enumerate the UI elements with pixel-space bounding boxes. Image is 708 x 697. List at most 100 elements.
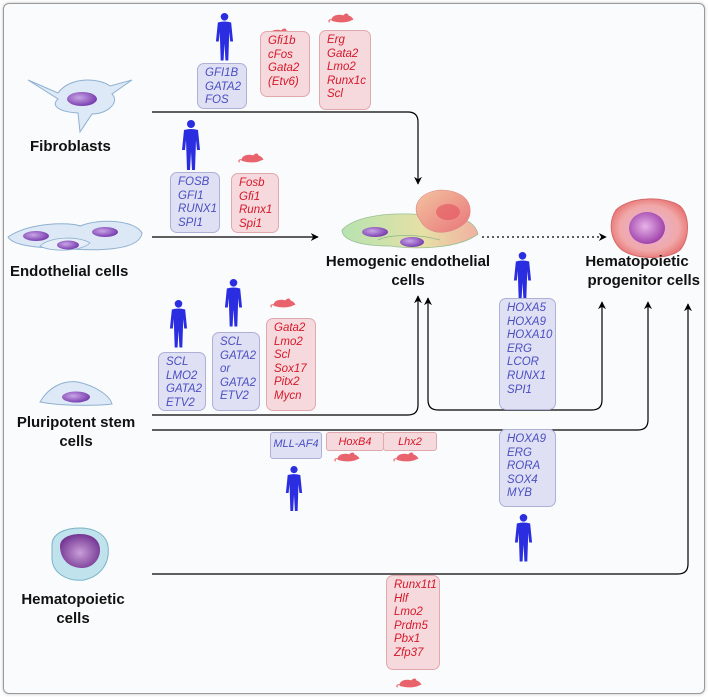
human-icon	[513, 252, 532, 300]
hemogenic-endothelial-label: Hemogenic endothelial cells	[318, 252, 498, 290]
endothelial-cell-icon	[7, 220, 143, 251]
factor-item: ERG	[507, 446, 532, 459]
factor-item: Runx1t1	[394, 579, 437, 591]
factor-item: Scl	[274, 349, 290, 362]
factor-item: LCOR	[507, 356, 539, 369]
factor-item: Scl	[327, 88, 343, 101]
factor-item: HOXA10	[507, 329, 553, 342]
factor-item: GFI1	[178, 189, 204, 202]
mll-af4-factor: MLL-AF4	[270, 432, 322, 459]
hematopoietic-label-line1: Hematopoietic	[21, 591, 125, 608]
mouse-icon	[270, 298, 296, 308]
pluripotent-stem-cell-icon	[39, 381, 113, 406]
hematopoietic-cell-icon	[51, 527, 109, 581]
human-icons	[169, 13, 533, 562]
factor-item: GATA2	[220, 349, 256, 362]
factor-item: Spi1	[239, 217, 263, 230]
factor-item: ETV2	[220, 390, 249, 403]
factor-item: Mycn	[274, 389, 302, 402]
arrow-fibroblast-to-hemogenic	[152, 111, 422, 185]
factor-item: Sox17	[274, 362, 307, 375]
arrow-hematopoietic-to-hpc	[152, 303, 692, 575]
factor-item: Gfi1	[239, 190, 261, 203]
factor-item: Gata2	[274, 322, 306, 334]
factor-item: Pitx2	[274, 376, 300, 389]
mouse-icon	[328, 13, 354, 23]
factor-item: RUNX1	[178, 203, 217, 216]
arrow-psc-to-hemogenic	[152, 295, 422, 416]
fibroblasts-label: Fibroblasts	[30, 138, 111, 155]
factor-item: SPI1	[507, 383, 532, 396]
factor-item: ERG	[507, 342, 532, 355]
mouse-icon	[396, 678, 422, 688]
factor-item: HOXA9	[507, 315, 546, 328]
factor-item: GATA2	[205, 80, 241, 93]
factor-item: Pbx1	[394, 633, 421, 646]
factor-item: LMO2	[166, 369, 198, 382]
hpc-label-line2: progenitor cells	[587, 272, 700, 289]
arrow-psc-to-hpc	[152, 301, 652, 431]
factor-item: GFI1B	[205, 67, 239, 79]
mouse-icon	[393, 452, 419, 462]
factor-item: or	[220, 363, 231, 376]
factor-item: HOXA9	[507, 433, 546, 445]
human-icon	[169, 300, 188, 348]
psc-label-line2: cells	[59, 433, 93, 450]
factor-item: Lmo2	[274, 335, 303, 348]
figure-frame	[3, 3, 705, 694]
factor-item: FOSB	[178, 176, 210, 188]
factor-item: GATA2	[166, 383, 202, 396]
factor-item: Erg	[327, 34, 345, 46]
hemogenic-label-line1: Hemogenic endothelial	[325, 253, 491, 270]
hemogenic-endothelial-cell-icon	[341, 189, 479, 249]
factor-item: Runx1	[239, 204, 273, 217]
factor-item: Gata2	[327, 47, 359, 60]
factor-item: FOS	[205, 94, 229, 107]
hematopoietic-label: Hematopoietic cells	[18, 590, 128, 628]
factor-item: Lmo2	[394, 606, 423, 619]
psc-label: Pluripotent stem cells	[8, 413, 144, 451]
factor-item: RORA	[507, 460, 541, 473]
factor-item: Gfi1b	[268, 35, 296, 47]
arrows	[152, 111, 692, 575]
human-icon	[285, 466, 303, 511]
factor-item: SOX4	[507, 473, 538, 486]
factor-item: Runx1c	[327, 74, 366, 87]
factor-item: Fosb	[239, 177, 265, 189]
factor-item: ETV2	[166, 396, 195, 409]
lhx2-factor: Lhx2	[383, 432, 437, 451]
hemogenic-label-line2: cells	[391, 272, 425, 289]
factor-item: Prdm5	[394, 619, 428, 632]
hematopoietic-label-line2: cells	[56, 610, 90, 627]
factor-item: SPI1	[178, 216, 203, 229]
hematopoietic-progenitor-cell-icon	[610, 198, 688, 258]
factor-item: Hlf	[394, 592, 409, 605]
endothelial-cells-label: Endothelial cells	[10, 263, 129, 280]
factor-item: RUNX1	[507, 369, 546, 382]
human-icon	[514, 514, 533, 562]
factor-item: Gata2	[268, 62, 300, 75]
hpc-label: Hematopoietic progenitor cells	[574, 252, 700, 290]
human-icon	[224, 279, 243, 327]
hpc-label-line1: Hematopoietic	[585, 253, 689, 270]
human-icon	[182, 120, 200, 170]
factor-item: Lmo2	[327, 61, 356, 74]
human-icon	[215, 13, 234, 61]
mouse-icon	[238, 153, 264, 163]
factor-item: GATA2	[220, 376, 256, 389]
factor-item: HOXA5	[507, 302, 546, 314]
mouse-icon	[334, 452, 360, 462]
factor-item: SCL	[220, 336, 243, 348]
